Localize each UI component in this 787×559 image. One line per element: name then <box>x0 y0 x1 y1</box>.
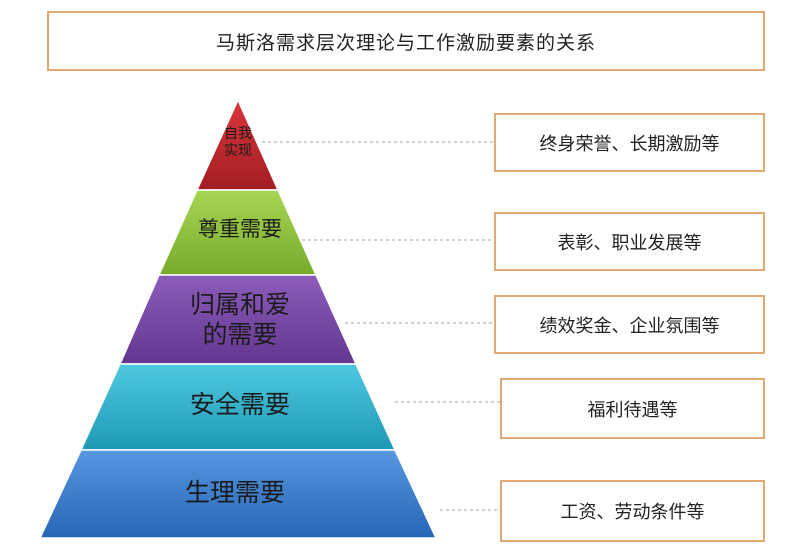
tier-label-belonging: 归属和爱 的需要 <box>189 290 290 349</box>
tier-label-esteem: 尊重需要 <box>198 217 282 242</box>
tier-physiological <box>38 449 438 539</box>
incentive-box-self-actualization: 终身荣誉、长期激励等 <box>494 113 765 172</box>
tier-label-physiological: 生理需要 <box>184 478 285 507</box>
incentive-box-physiological: 工资、劳动条件等 <box>500 480 765 542</box>
incentive-box-safety: 福利待遇等 <box>500 378 765 439</box>
tier-label-self-actualization: 自我 实现 <box>224 126 252 159</box>
incentive-box-belonging: 绩效奖金、企业氛围等 <box>494 295 765 354</box>
diagram-title: 马斯洛需求层次理论与工作激励要素的关系 <box>47 11 765 71</box>
tier-label-safety: 安全需要 <box>189 390 290 419</box>
incentive-box-esteem: 表彰、职业发展等 <box>494 212 765 271</box>
